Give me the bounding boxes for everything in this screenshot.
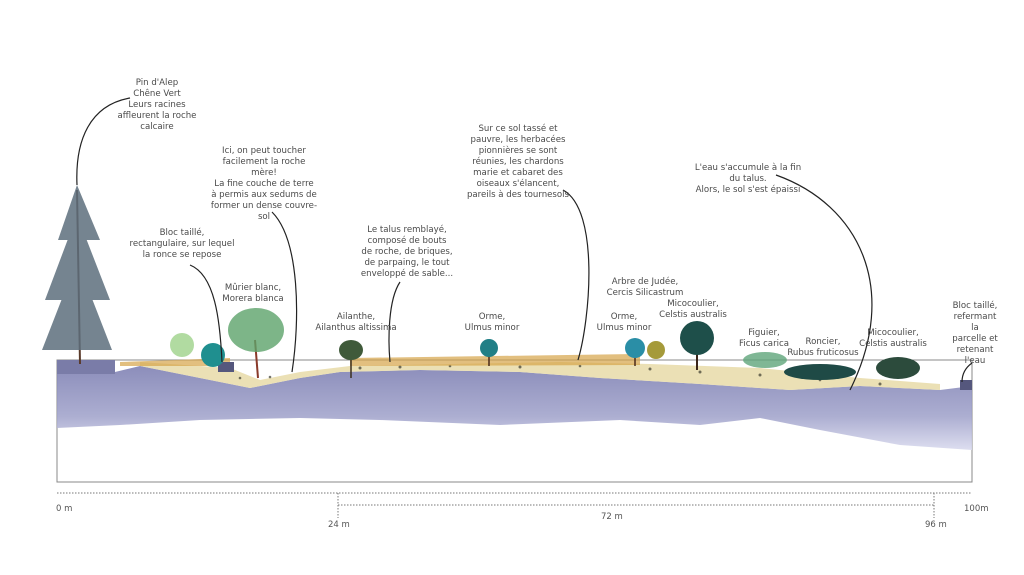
cut-block-ronce [218,362,234,372]
annotation-pin-alep: Pin d'Alep Chêne Vert Leurs racines affl… [117,78,197,132]
annotation-arbre-judee: Arbre de Judée, Cercis Silicastrum [606,277,684,298]
distance-scale [57,492,972,518]
annotation-figuier: Figuier, Ficus carica [739,328,789,349]
annotation-murier: Mûrier blanc, Morera blanca [222,283,284,304]
tree-orme-2 [625,338,665,366]
scale-label-start: 0 m [56,504,73,514]
tree-micocoulier-2 [876,357,920,379]
annotation-orme-2: Orme, Ulmus minor [596,312,652,333]
tree-micocoulier-1 [680,321,714,370]
annotation-sol-tasse: Sur ce sol tassé et pauvre, les herbacée… [466,124,570,200]
bedrock-layer [57,366,972,450]
shrub-teal [201,343,225,367]
tree-ailanthe [339,340,363,378]
annotation-bloc-taille-eau: Bloc taillé, refermant la parcelle et re… [952,301,998,366]
scale-label-96m: 96 m [925,520,947,530]
annotation-orme-1: Orme, Ulmus minor [464,312,520,333]
tree-orme-1 [480,339,498,366]
stone-block-left [57,360,115,374]
scale-label-72m: 72 m [601,512,623,522]
annotation-roche-mere: Ici, on peut toucher facilement la roche… [210,146,318,222]
annotation-ailanthe: Ailanthe, Ailanthus altissima [315,312,397,333]
annotation-roncier: Roncier, Rubus fruticosus [787,337,859,358]
callout-lines [76,97,973,391]
annotation-micocoulier-2: Micocoulier, Celstis australis [859,328,927,349]
annotation-talus-remblaye: Le talus remblayé, composé de bouts de r… [360,225,454,279]
soil-layer [140,362,940,390]
annotation-micocoulier-1: Micocoulier, Celstis australis [659,299,727,320]
shrub-roncier [784,364,856,380]
annotation-eau-accumule: L'eau s'accumule à la fin du talus. Alor… [694,163,802,195]
pine-tree [42,185,112,365]
annotation-bloc-taille-ronce: Bloc taillé, rectangulaire, sur lequel l… [129,228,235,260]
scale-label-end: 100m [964,504,989,514]
cut-block-right [960,380,972,390]
shrub-figuier [743,352,787,368]
shrub-green [170,333,194,357]
grass-band [120,354,640,366]
scale-label-24m: 24 m [328,520,350,530]
tree-murier [228,308,284,379]
